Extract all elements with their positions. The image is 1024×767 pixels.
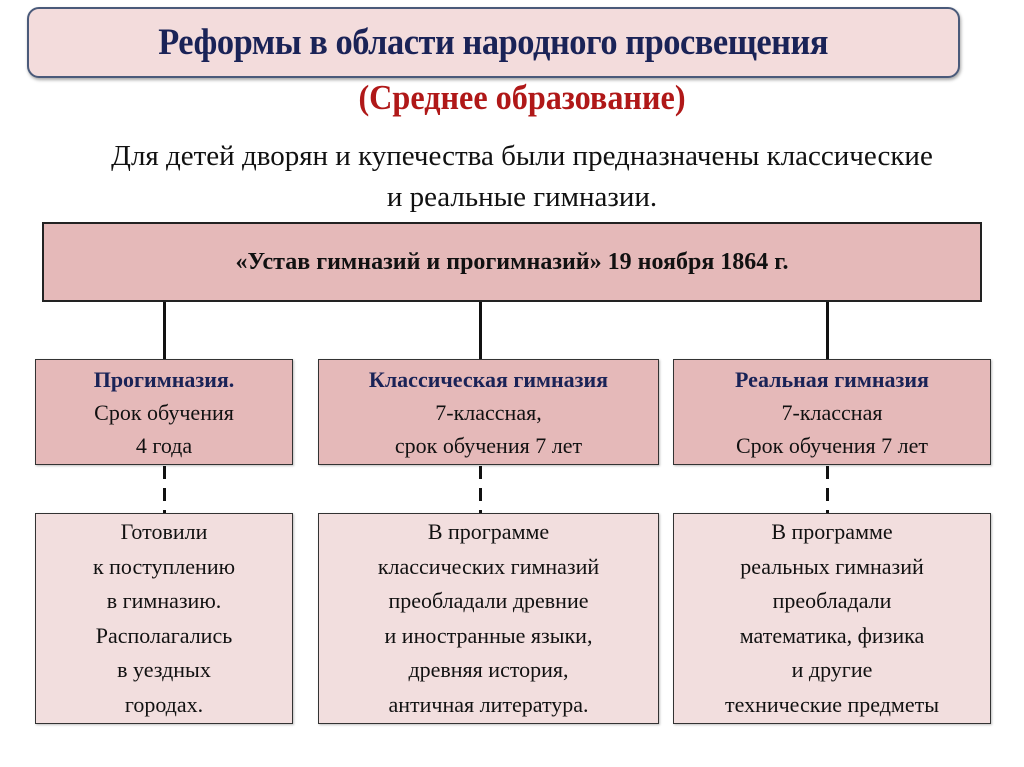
desc-line: В программе bbox=[427, 519, 550, 544]
desc-line: Готовили bbox=[120, 519, 208, 544]
intro-text: Для детей дворян и купечества были предн… bbox=[20, 136, 1024, 218]
desc-box-progymnasium: Готовили к поступлению в гимназию. Распо… bbox=[35, 513, 293, 724]
type-detail: 7-классная bbox=[781, 399, 883, 425]
connector-line-1 bbox=[163, 302, 166, 359]
statute-label: «Устав гимназий и прогимназий» 19 ноября… bbox=[235, 248, 789, 275]
title-box: Реформы в области народного просвещения bbox=[27, 7, 960, 78]
type-detail: срок обучения 7 лет bbox=[394, 432, 583, 458]
intro-line-2: и реальные гимназии. bbox=[386, 181, 658, 213]
type-detail: 7-классная, bbox=[435, 399, 542, 425]
page-title: Реформы в области народного просвещения bbox=[158, 22, 829, 63]
type-box-classical: Классическая гимназия 7-классная, срок о… bbox=[318, 359, 659, 465]
desc-line: преобладали bbox=[772, 588, 892, 613]
dashed-connector-1 bbox=[163, 466, 166, 513]
type-title: Классическая гимназия bbox=[368, 366, 609, 392]
type-box-real: Реальная гимназия 7-классная Срок обучен… bbox=[673, 359, 991, 465]
desc-line: В программе bbox=[771, 519, 893, 544]
connector-line-2 bbox=[479, 302, 482, 359]
desc-line: городах. bbox=[124, 691, 204, 717]
desc-box-classical: В программе классических гимназий преобл… bbox=[318, 513, 659, 724]
desc-box-real: В программе реальных гимназий преобладал… bbox=[673, 513, 991, 724]
desc-line: и другие bbox=[791, 657, 873, 682]
desc-line: преобладали древние bbox=[388, 588, 589, 613]
desc-line: древняя история, bbox=[408, 657, 569, 682]
desc-line: технические предметы bbox=[724, 691, 940, 717]
intro-line-1: Для детей дворян и купечества были предн… bbox=[111, 140, 933, 172]
type-detail: 4 года bbox=[135, 432, 193, 458]
desc-line: в уездных bbox=[117, 657, 211, 682]
desc-line: и иностранные языки, bbox=[384, 622, 593, 648]
type-detail: Срок обучения 7 лет bbox=[735, 432, 929, 458]
type-box-progymnasium: Прогимназия. Срок обучения 4 года bbox=[35, 359, 293, 465]
type-title: Реальная гимназия bbox=[735, 366, 929, 392]
type-title: Прогимназия. bbox=[93, 366, 235, 392]
page-subtitle: (Среднее образование) bbox=[358, 78, 686, 117]
connector-line-3 bbox=[826, 302, 829, 359]
desc-line: античная литература. bbox=[388, 691, 589, 717]
desc-line: к поступлению bbox=[92, 553, 236, 579]
desc-line: Располагались bbox=[95, 622, 233, 648]
desc-line: в гимназию. bbox=[106, 588, 222, 613]
statute-box: «Устав гимназий и прогимназий» 19 ноября… bbox=[42, 222, 982, 302]
dashed-connector-3 bbox=[826, 466, 829, 513]
desc-line: реальных гимназий bbox=[740, 553, 924, 579]
dashed-connector-2 bbox=[479, 466, 482, 513]
type-detail: Срок обучения bbox=[94, 399, 234, 425]
desc-line: математика, физика bbox=[739, 622, 925, 648]
desc-line: классических гимназий bbox=[377, 553, 600, 579]
